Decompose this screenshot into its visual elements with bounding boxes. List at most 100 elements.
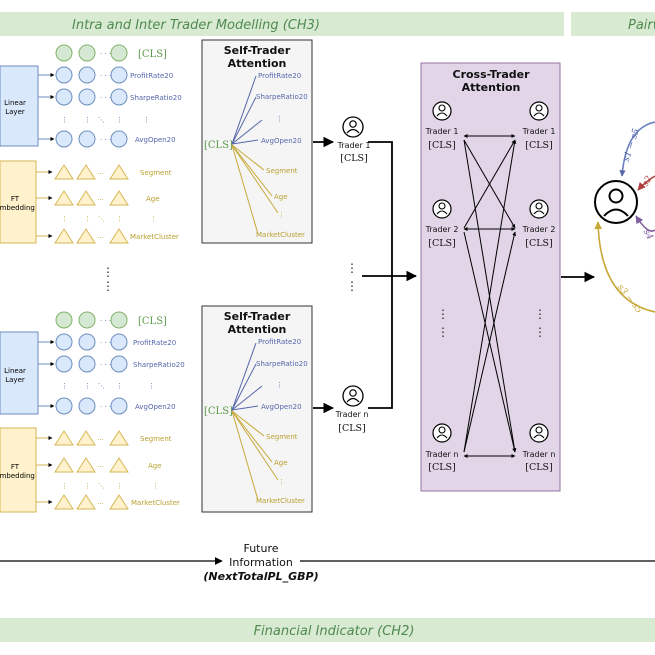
- numeric-token-circle: [55, 397, 73, 415]
- future-information: Future Information (NextTotalPL_GBP): [0, 542, 655, 583]
- ellipsis: ···: [97, 463, 104, 471]
- feature-group-top: Linear Layer FT Embedding · · · [CLS] · …: [0, 44, 182, 244]
- trader-label: Trader n: [425, 450, 459, 459]
- future-label: Information: [229, 556, 293, 569]
- linear-layer-box: [0, 331, 39, 415]
- categorical-feature-label: MarketCluster: [131, 499, 180, 507]
- self-attention-title: Self-Trader: [224, 310, 291, 323]
- ellipsis: ⋮: [61, 215, 68, 223]
- ft-embedding-label: Embedding: [0, 472, 35, 480]
- cls-token-label: [CLS]: [340, 153, 368, 164]
- cls-token-label: [CLS]: [138, 316, 167, 327]
- trader-label: Trader 1: [425, 127, 459, 136]
- vertical-ellipsis: ⋮: [346, 261, 358, 275]
- self-trader-attention-top: Self-Trader Attention [CLS] ProfitRate20…: [201, 39, 313, 244]
- user-icon: [594, 180, 638, 224]
- ellipsis: ⋮: [84, 116, 91, 124]
- ellipsis: ⋱: [98, 215, 105, 223]
- ellipsis: ···: [97, 170, 104, 178]
- ellipsis: ⋮: [116, 215, 123, 223]
- ellipsis: · · ·: [100, 72, 111, 80]
- ellipsis: ⋱: [98, 382, 105, 390]
- ellipsis: ⋮: [148, 382, 155, 390]
- cls-token-circle: [110, 311, 128, 329]
- categorical-token-triangle: [76, 228, 96, 244]
- ellipsis: · · ·: [100, 317, 111, 325]
- cls-token-label: [CLS]: [204, 140, 233, 151]
- numeric-token-circle: [110, 66, 128, 84]
- attention-feature-label: MarketCluster: [256, 497, 305, 505]
- self-trader-attention-bottom: Self-Trader Attention [CLS] ProfitRate20…: [201, 305, 313, 513]
- categorical-feature-label: MarketCluster: [130, 233, 179, 241]
- categorical-token-triangle: [109, 457, 129, 473]
- ellipsis: ⋮: [61, 116, 68, 124]
- attention-feature-label: ProfitRate20: [258, 72, 301, 80]
- numeric-token-circle: [78, 333, 96, 351]
- cross-trader-attention: Cross-Trader Attention Trader 1 [CLS]: [420, 62, 561, 492]
- numeric-token-circle: [110, 333, 128, 351]
- vertical-ellipsis: ⋮: [437, 307, 449, 321]
- top-banner-right: Pairw: [571, 12, 655, 36]
- future-label: Future: [243, 542, 278, 555]
- ellipsis: · · ·: [100, 403, 111, 411]
- linear-layer-label: Layer: [5, 108, 25, 116]
- attention-feature-label: AvgOpen20: [261, 137, 302, 145]
- bottom-banner-title: Financial Indicator (CH2): [254, 624, 415, 639]
- ft-embedding-label: Embedding: [0, 204, 35, 212]
- numeric-token-circle: [110, 397, 128, 415]
- cls-token-label: [CLS]: [428, 140, 456, 151]
- numeric-feature-label: SharpeRatio20: [133, 361, 185, 369]
- ellipsis: ⋮: [276, 115, 283, 123]
- trader-label: Trader n: [522, 450, 556, 459]
- ellipsis: ⋮: [116, 482, 123, 490]
- numeric-feature-label: AvgOpen20: [135, 403, 176, 411]
- categorical-token-triangle: [54, 228, 74, 244]
- trader-label: Trader 2: [522, 225, 556, 234]
- numeric-feature-label: SharpeRatio20: [130, 94, 182, 102]
- cls-token-circle: [55, 44, 73, 62]
- ellipsis: ⋮: [143, 116, 150, 124]
- ellipsis: ⋮: [84, 215, 91, 223]
- categorical-token-triangle: [76, 494, 96, 510]
- ellipsis: ···: [97, 436, 104, 444]
- numeric-token-circle: [110, 130, 128, 148]
- categorical-feature-label: Age: [146, 195, 160, 203]
- cross-attention-title: Attention: [462, 81, 521, 94]
- vertical-ellipsis: ⋮: [437, 325, 449, 339]
- numeric-token-circle: [110, 355, 128, 373]
- ellipsis: · · ·: [100, 339, 111, 347]
- trader-1-node: Trader 1 [CLS]: [337, 116, 370, 164]
- ft-embedding-box: [0, 160, 37, 244]
- user-icon: [342, 385, 364, 407]
- cls-token-label: [CLS]: [525, 462, 553, 473]
- categorical-token-triangle: [54, 164, 74, 180]
- cls-token-circle: [78, 311, 96, 329]
- ellipsis: ⋮: [84, 482, 91, 490]
- user-icon: [432, 199, 452, 219]
- cls-token-label: [CLS]: [428, 462, 456, 473]
- categorical-feature-label: Age: [148, 462, 162, 470]
- attention-feature-label: SharpeRatio20: [256, 360, 308, 368]
- ellipsis: ⋮: [61, 482, 68, 490]
- feature-group-bottom: Linear Layer FT Embedding · · · [CLS] · …: [0, 311, 185, 513]
- categorical-token-triangle: [109, 228, 129, 244]
- top-banner-right-title: Pairw: [628, 18, 655, 33]
- categorical-token-triangle: [76, 430, 96, 446]
- ellipsis: ···: [97, 196, 104, 204]
- cls-token-circle: [55, 311, 73, 329]
- cls-token-label: [CLS]: [525, 140, 553, 151]
- ft-embedding-label: FT: [11, 195, 20, 203]
- categorical-feature-label: Segment: [140, 169, 172, 177]
- linear-layer-label: Layer: [5, 376, 25, 384]
- numeric-feature-label: AvgOpen20: [135, 136, 176, 144]
- future-label: (NextTotalPL_GBP): [203, 570, 318, 583]
- pairwise-label: s2: [641, 174, 655, 188]
- trader-label: Trader 2: [425, 225, 459, 234]
- categorical-token-triangle: [109, 190, 129, 206]
- vertical-ellipsis: ⋮: [102, 265, 114, 279]
- numeric-token-circle: [55, 333, 73, 351]
- trader-label: Trader 1: [522, 127, 556, 136]
- trader-label: Trader n: [335, 410, 369, 419]
- attention-feature-label: Age: [274, 459, 288, 467]
